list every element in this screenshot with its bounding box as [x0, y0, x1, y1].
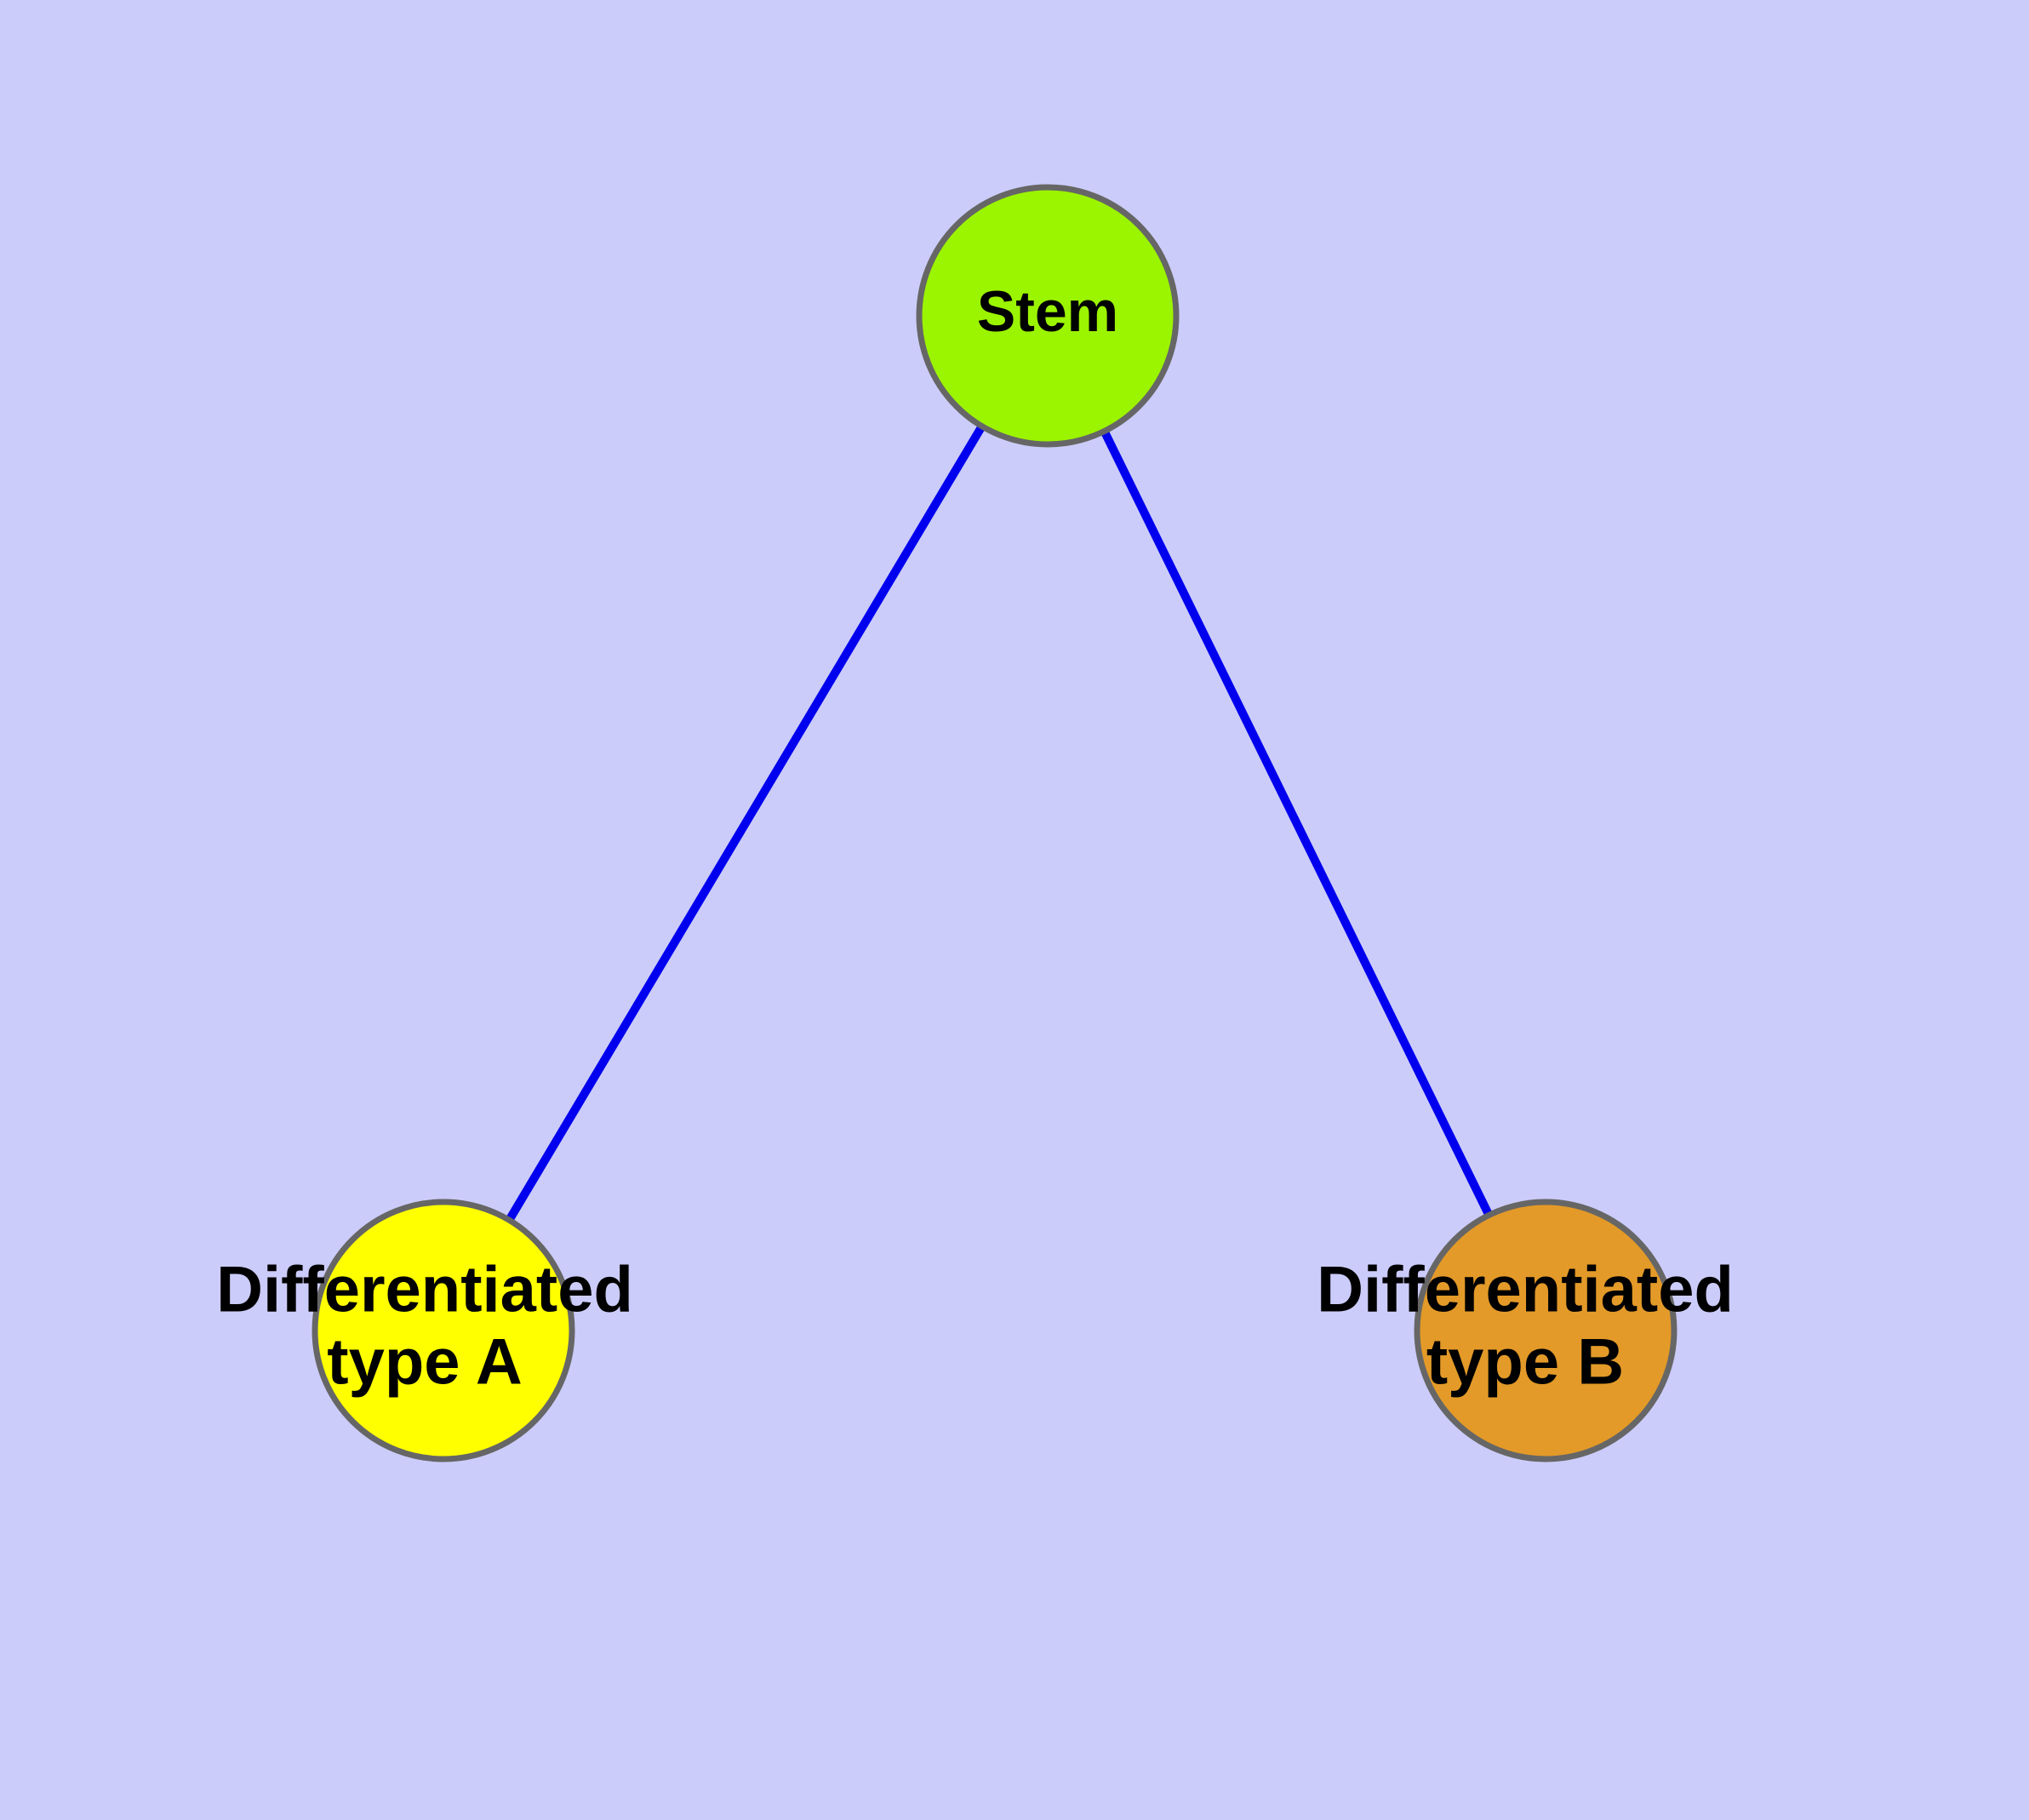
node-label-line: type B: [1426, 1326, 1624, 1399]
node-circle-stem[interactable]: [916, 184, 1180, 448]
node-label-line: Differentiated: [216, 1254, 633, 1326]
edges-layer: [439, 313, 1550, 1333]
node-label-stem: Stem: [977, 279, 1118, 344]
node-label-line: Stem: [977, 279, 1118, 344]
node-label-line: Differentiated: [1317, 1254, 1734, 1326]
node-circle-diff_a[interactable]: [311, 1199, 575, 1462]
edge-stem-to-diff_a[interactable]: [439, 313, 1052, 1333]
node-stem[interactable]: Stem: [916, 184, 1180, 448]
node-label-line: type A: [327, 1326, 522, 1399]
edge-stem-to-diff_b[interactable]: [1043, 313, 1550, 1333]
node-circle-diff_b[interactable]: [1414, 1199, 1677, 1462]
